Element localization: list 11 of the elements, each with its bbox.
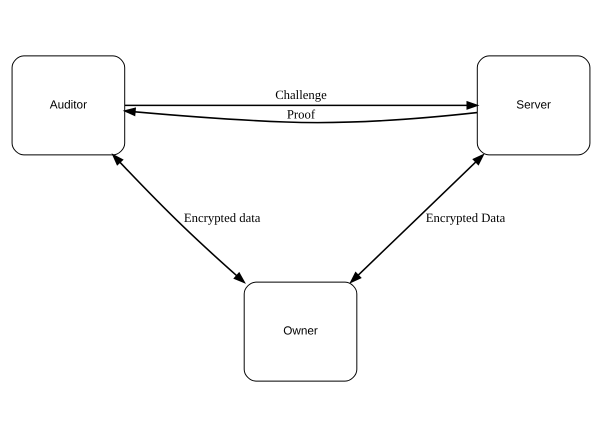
- arrow: [112, 153, 246, 284]
- edge-label: Proof: [286, 108, 316, 122]
- node-box: Server: [476, 55, 590, 156]
- arrow: [124, 100, 480, 110]
- edge-label: Challenge: [275, 88, 327, 102]
- node-box: Auditor: [12, 55, 126, 156]
- node-box: Owner: [244, 282, 358, 382]
- arrow: [349, 153, 485, 284]
- edge-label: Encrypted data: [184, 210, 260, 225]
- arrow: [122, 107, 478, 124]
- edge-label: Encrypted Data: [426, 210, 506, 225]
